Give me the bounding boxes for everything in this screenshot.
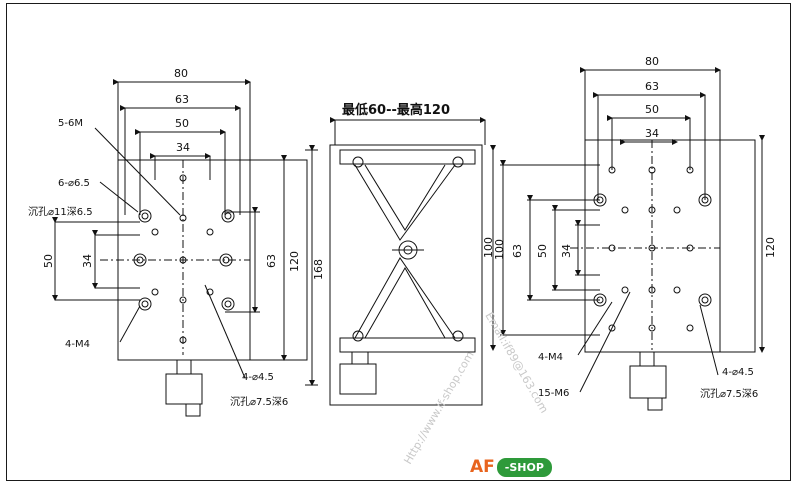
label-6-d6-5: 6-⌀6.5 (58, 178, 90, 189)
right-dim-100: 100 (482, 237, 495, 258)
logo-shop: -SHOP (496, 457, 552, 477)
label-left-counterbore-7-5: 沉孔⌀7.5深6 (230, 395, 288, 408)
drawing-frame (6, 3, 791, 481)
right-knob (629, 365, 667, 399)
middle-knob (339, 363, 377, 395)
left-dim-120: 120 (288, 251, 301, 272)
left-view (52, 79, 318, 417)
right-side-body (719, 139, 756, 353)
middle-height-range: 最低60--最高120 (342, 102, 450, 118)
watermark: Http://www.if-shop.com Email:if89@163.co… (401, 310, 550, 467)
right-dim-34v: 34 (560, 244, 573, 258)
label-right-counterbore-7-5: 沉孔⌀7.5深6 (700, 387, 758, 400)
left-dim-34v: 34 (81, 254, 94, 268)
label-5-6m: 5-6M (58, 118, 83, 129)
label-right-4-m4: 4-M4 (538, 352, 563, 363)
left-dim-50: 50 (175, 117, 189, 130)
right-dim-34: 34 (645, 127, 659, 140)
right-labels: 80 63 50 34 100 63 50 34 120 4-M4 15-M6 … (482, 55, 777, 400)
label-counterbore-11: 沉孔⌀11深6.5 (28, 205, 93, 218)
right-dim-80: 80 (645, 55, 659, 68)
right-dim-50v: 50 (536, 244, 549, 258)
label-left-4-d4-5: 4-⌀4.5 (242, 372, 274, 383)
label-left-4-m4: 4-M4 (65, 339, 90, 350)
left-knob (165, 373, 203, 405)
left-dim-50v: 50 (42, 254, 55, 268)
right-dim-50: 50 (645, 103, 659, 116)
middle-labels: 最低60--最高120 100 (342, 102, 506, 260)
left-dim-80: 80 (174, 67, 188, 80)
left-dim-34: 34 (176, 141, 190, 154)
logo-af: AF (470, 457, 495, 477)
watermark-url: Http://www.if-shop.com (401, 349, 476, 467)
af-shop-logo: AF -SHOP (470, 456, 552, 478)
right-view (500, 67, 765, 411)
label-right-4-d4-5: 4-⌀4.5 (722, 367, 754, 378)
middle-outline (329, 144, 483, 406)
left-labels: 80 63 50 34 50 34 63 120 168 5-6M 6-⌀6.5… (28, 67, 325, 408)
left-dim-168: 168 (312, 259, 325, 280)
right-dim-63: 63 (645, 80, 659, 93)
middle-view (329, 117, 496, 406)
right-dim-63v: 63 (511, 244, 524, 258)
label-right-15-m6: 15-M6 (538, 388, 569, 399)
left-dim-63: 63 (175, 93, 189, 106)
right-dim-120: 120 (764, 237, 777, 258)
left-dim-63v: 63 (265, 254, 278, 268)
